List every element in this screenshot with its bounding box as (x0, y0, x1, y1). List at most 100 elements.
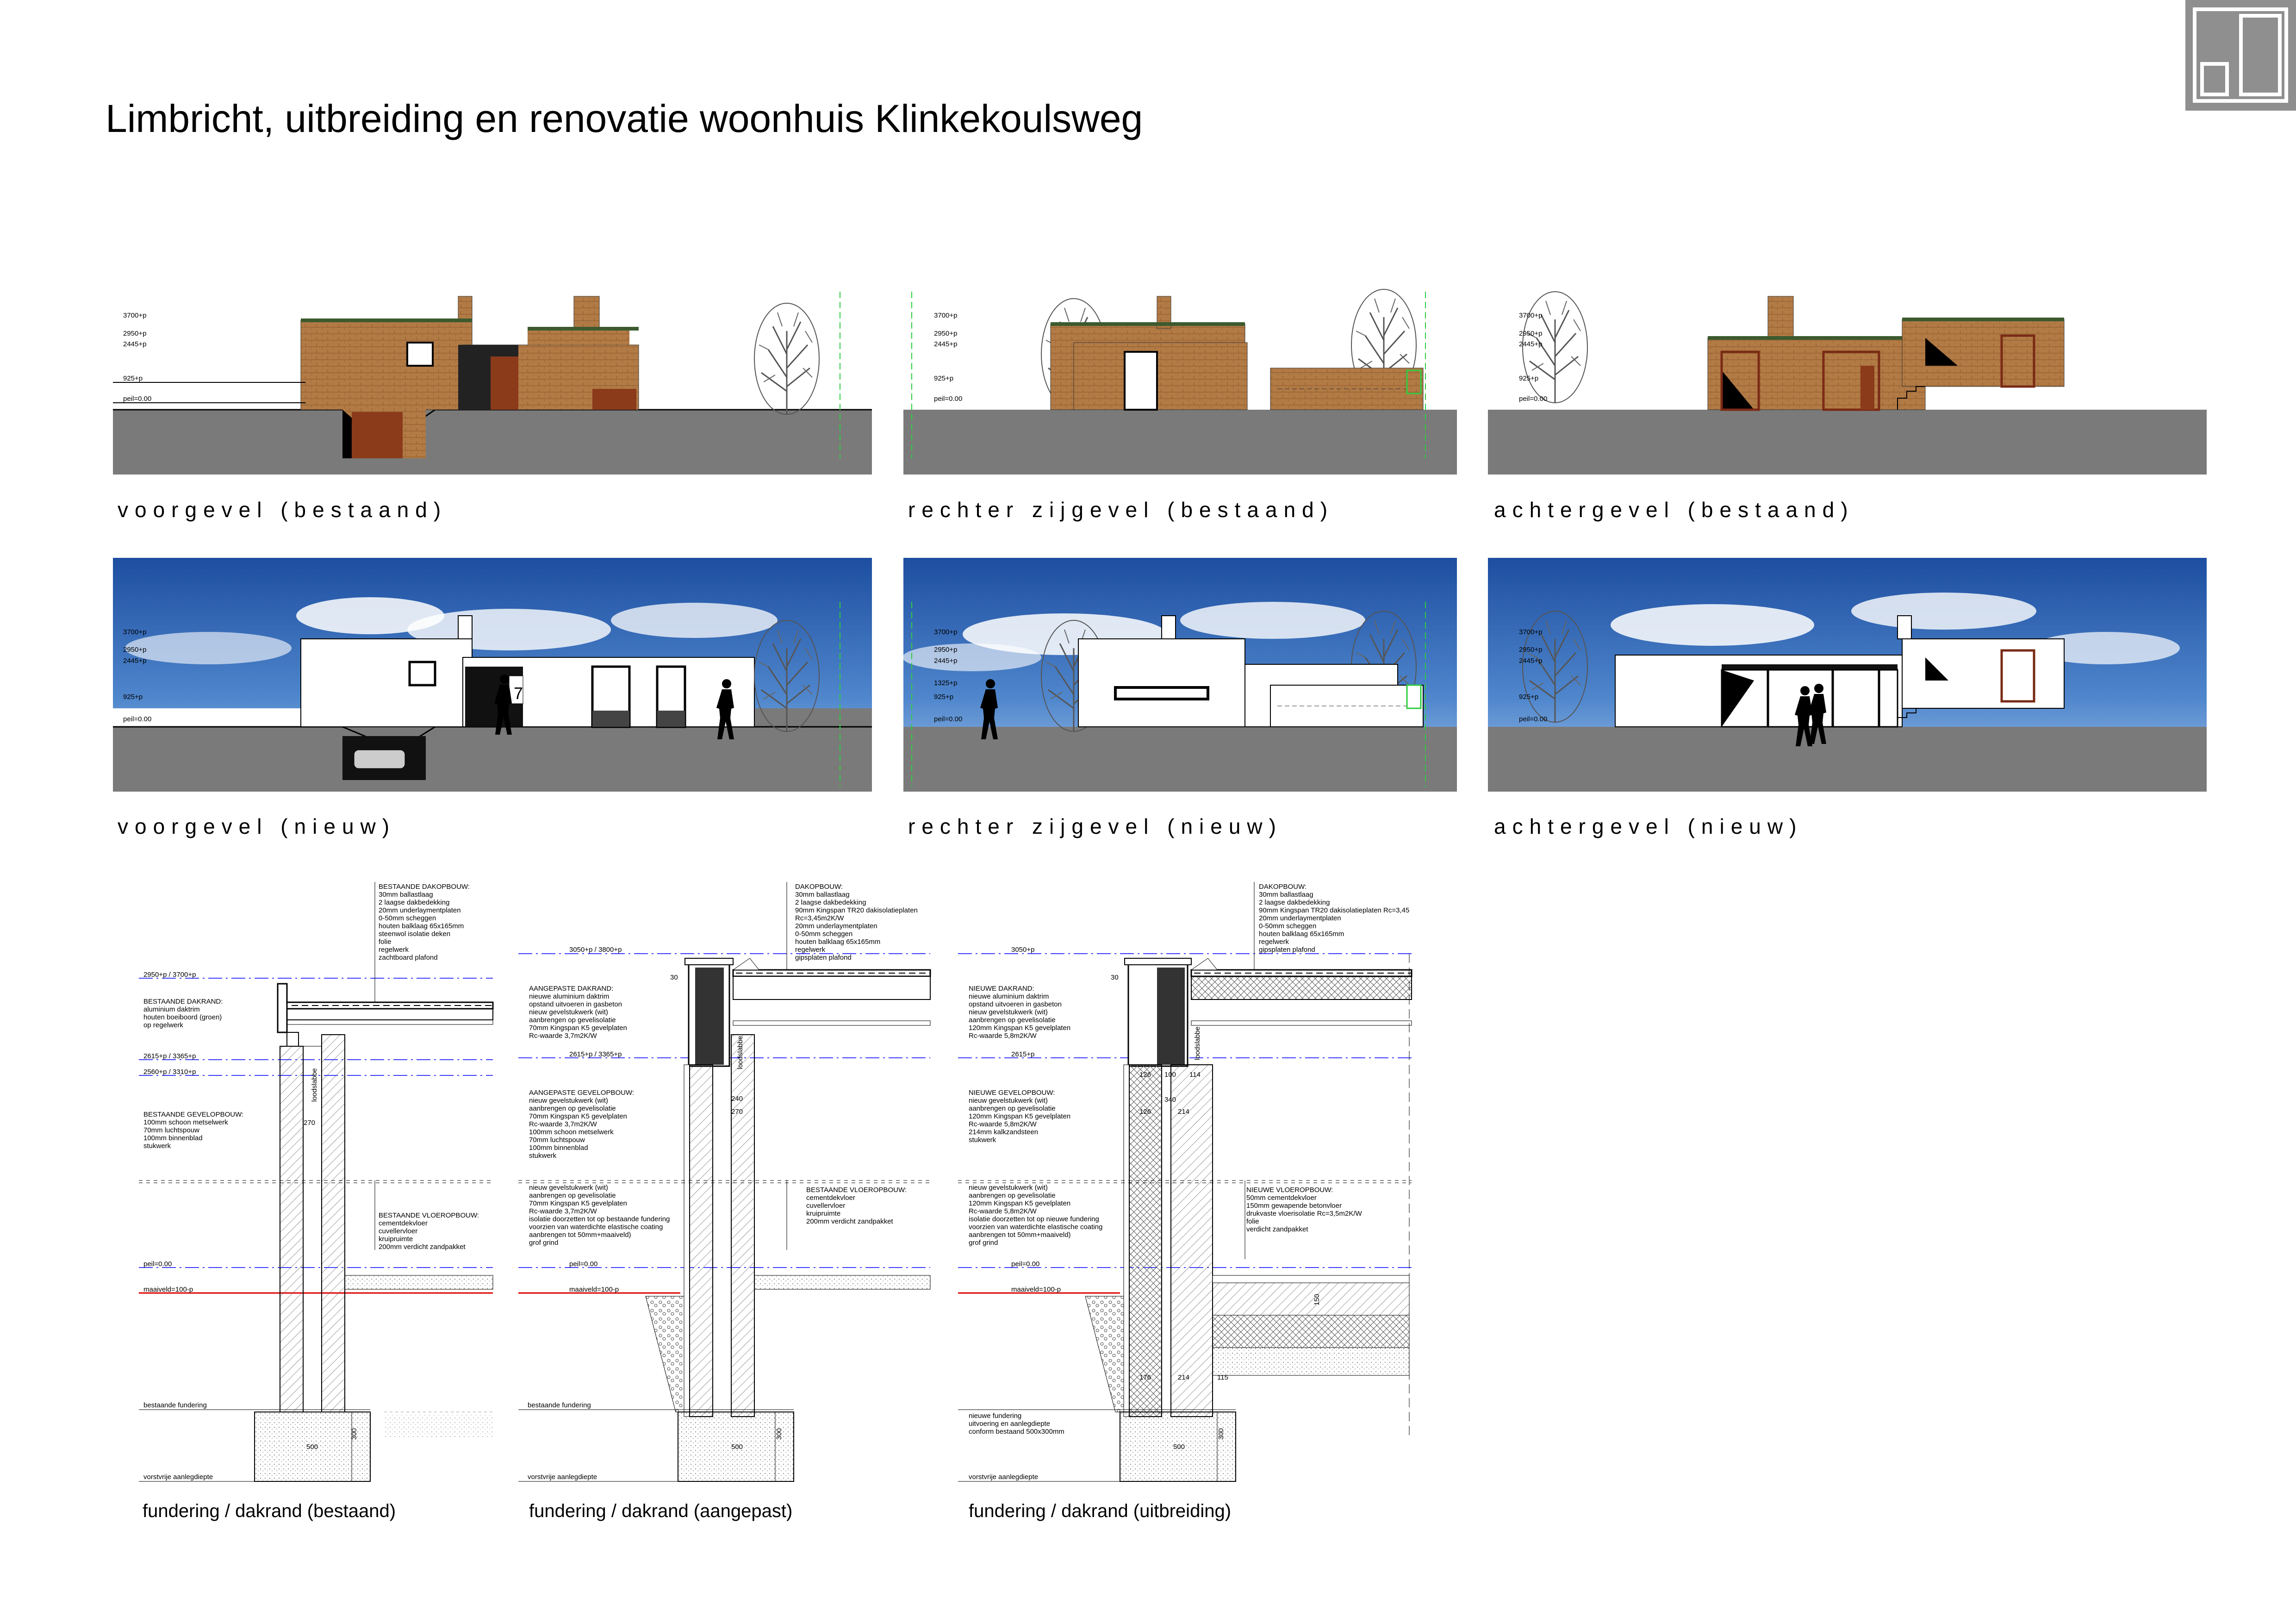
note-plinth-extension: nieuw gevelstukwerk (wit)aanbrengen op g… (969, 1184, 1102, 1247)
note-line: 200mm verdicht zandpakket (806, 1218, 893, 1225)
note-line: regelwerk (379, 946, 409, 954)
note-line: 20mm underlaymentplaten (795, 922, 877, 930)
note-line: regelwerk (795, 946, 826, 954)
detail-adjusted (518, 882, 931, 1482)
note-line: aanbrengen op gevelisolatie (529, 1016, 616, 1024)
note-line: DAKOPBOUW: (1259, 883, 1307, 891)
label-loodslabbe: loodslabbe (311, 1068, 318, 1102)
note-line: 20mm underlaymentplaten (1259, 914, 1341, 922)
note-line: 0-50mm scheggen (795, 930, 852, 938)
note-line: cementdekvloer (379, 1219, 428, 1227)
note-line: houten boeiboord (groen) (143, 1013, 222, 1021)
dim-240: 240 (731, 1095, 743, 1103)
note-line: 150mm gewapende betonvloer (1246, 1202, 1342, 1210)
level-peil: peil=0.00 (1011, 1260, 1039, 1268)
note-line: folie (1246, 1218, 1259, 1225)
note-line: Rc=3,45m2K/W (795, 914, 844, 922)
note-line: 2 laagse dakbedekking (1259, 899, 1330, 906)
note-line: op regelwerk (143, 1021, 183, 1029)
note-line: grof grind (529, 1239, 558, 1247)
level-2445: 2445+p (934, 657, 957, 665)
note-line: NIEUWE VLOEROPBOUW: (1246, 1186, 1333, 1194)
level-2445: 2445+p (1519, 657, 1542, 665)
caption-right-new: rechter zijgevel (nieuw) (908, 814, 1282, 838)
note-line: 100mm binnenblad (143, 1134, 203, 1142)
elevation-front-new (113, 558, 872, 792)
elevation-right-existing (903, 288, 1457, 475)
level-3700: 3700+p (123, 312, 146, 319)
note-line: nieuwe aluminium daktrim (969, 993, 1049, 1000)
note-line: 20mm underlaymentplaten (379, 906, 461, 914)
dim-100: 100 (1164, 1071, 1176, 1079)
level-2445: 2445+p (1519, 340, 1542, 348)
note-line: kruipruimte (379, 1235, 413, 1243)
note-line: isolatie doorzetten tot op bestaande fun… (529, 1215, 670, 1223)
detail-existing (139, 882, 494, 1482)
note-line: cuvellervloer (379, 1227, 417, 1235)
note-line: zachtboard plafond (379, 954, 438, 962)
dim-126: 126 (1139, 1108, 1151, 1116)
note-line: BESTAANDE VLOEROPBOUW: (806, 1186, 907, 1194)
level-2445: 2445+p (123, 340, 146, 348)
level-roof: 3050+p / 3800+p (569, 946, 622, 954)
label-foundation: bestaande fundering (528, 1401, 591, 1409)
note-line: 70mm luchtspouw (143, 1126, 199, 1134)
level-peil: peil=0.00 (934, 715, 962, 723)
dim-115: 115 (1217, 1374, 1228, 1381)
note-line: verdicht zandpakket (1246, 1225, 1308, 1233)
note-line: BESTAANDE GEVELOPBOUW: (143, 1111, 243, 1118)
elevation-right-new (902, 558, 1457, 792)
dim-30: 30 (1111, 974, 1119, 981)
note-line: nieuw gevelstukwerk (wit) (529, 1097, 608, 1105)
caption-detail-existing: fundering / dakrand (bestaand) (143, 1501, 396, 1521)
note-line: 30mm ballastlaag (1259, 891, 1313, 899)
detail-extension (958, 882, 1412, 1482)
note-line: aanbrengen tot 50mm+maaiveld) (969, 1231, 1071, 1239)
note-line: Rc-waarde 3,7m2K/W (529, 1207, 597, 1215)
note-line: 70mm luchtspouw (529, 1136, 585, 1144)
note-line: nieuw gevelstukwerk (wit) (969, 1184, 1048, 1192)
caption-front-existing: voorgevel (bestaand) (118, 498, 448, 522)
note-line: BESTAANDE DAKOPBOUW: (379, 883, 470, 891)
level-peil: peil=0.00 (123, 715, 151, 723)
note-line: grof grind (969, 1239, 998, 1247)
dim-270: 270 (731, 1108, 743, 1116)
note-line: 120mm Kingspan K5 gevelplaten (969, 1199, 1070, 1207)
level-peil: peil=0.00 (123, 395, 151, 403)
label-loodslabbe: loodslabbe (1194, 1026, 1201, 1060)
level-peil: peil=0.00 (1519, 715, 1547, 723)
note-line: 90mm Kingspan TR20 dakisolatieplaten Rc=… (1259, 906, 1409, 914)
note-line: 30mm ballastlaag (795, 891, 850, 899)
level-2445: 2445+p (934, 340, 957, 348)
note-line: nieuw gevelstukwerk (wit) (969, 1097, 1048, 1105)
note-line: NIEUWE DAKRAND: (969, 985, 1034, 993)
details-sheet: 2950+p / 3700+p 2615+p / 3365+p 2560+p /… (139, 882, 1412, 1482)
note-line: gipsplaten plafond (795, 954, 852, 962)
note-line: 70mm Kingspan K5 gevelplaten (529, 1112, 627, 1120)
note-wall-existing: BESTAANDE GEVELOPBOUW:100mm schoon metse… (143, 1111, 243, 1150)
note-line: steenwol isolatie deken (379, 930, 450, 938)
dim-270: 270 (304, 1119, 315, 1127)
note-line: 2 laagse dakbedekking (795, 899, 866, 906)
dim-150: 150 (1313, 1294, 1321, 1305)
note-line: cementdekvloer (806, 1194, 855, 1202)
note-line: 2 laagse dakbedekking (379, 899, 449, 906)
caption-detail-extension: fundering / dakrand (uitbreiding) (969, 1501, 1232, 1521)
note-line: stukwerk (529, 1152, 557, 1160)
caption-rear-existing: achtergevel (bestaand) (1494, 498, 1854, 522)
note-line: aanbrengen op gevelisolatie (969, 1192, 1056, 1199)
note-wall-extension: NIEUWE GEVELOPBOUW:nieuw gevelstukwerk (… (969, 1089, 1070, 1144)
note-line: 214mm kalkzandsteen (969, 1128, 1038, 1136)
note-line: 0-50mm scheggen (1259, 922, 1316, 930)
label-foundation: bestaande fundering (143, 1401, 207, 1409)
level-underside: 2560+p / 3310+p (143, 1068, 196, 1076)
level-2950: 2950+p (934, 646, 957, 654)
note-line: DAKOPBOUW: (795, 883, 843, 891)
elevation-rear-existing (1488, 291, 2207, 475)
note-line: Rc-waarde 5,8m2K/W (969, 1032, 1037, 1040)
